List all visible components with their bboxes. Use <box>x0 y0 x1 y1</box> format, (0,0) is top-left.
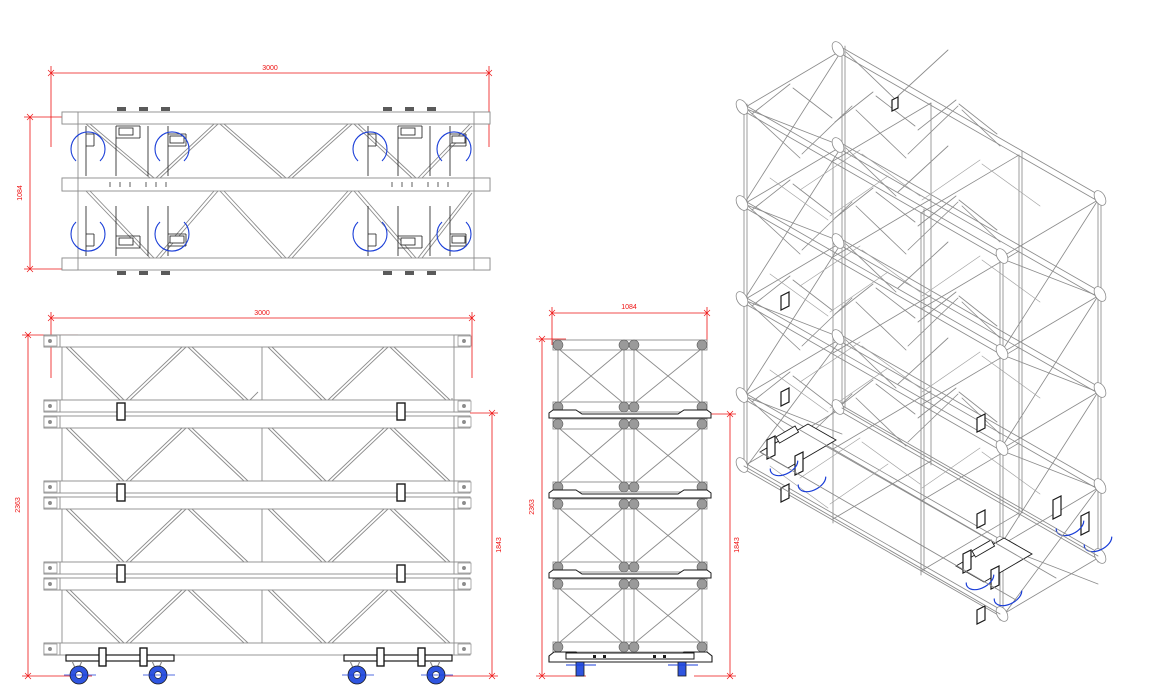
dim-label-top-3000: 3000 <box>262 65 278 72</box>
front-view-caster-assembly-left <box>64 647 175 685</box>
dim-label-front-3000: 3000 <box>254 310 270 317</box>
side-view-interface-plate-2 <box>548 489 712 499</box>
front-view-dimension-1843 <box>440 409 498 680</box>
side-view-interface-plate-1 <box>548 409 712 419</box>
front-view: 3000 2363 1843 <box>15 310 503 685</box>
side-view: 1084 2363 1843 <box>529 304 741 680</box>
side-view-dimension-2363 <box>536 335 586 680</box>
front-view-truss-row-3 <box>43 496 471 575</box>
iso-base-chassis <box>759 423 1033 583</box>
isometric-view <box>735 41 1113 625</box>
dim-label-front-1843: 1843 <box>496 537 503 553</box>
top-view-lower-bracing <box>77 190 475 259</box>
side-view-nodes-row-3 <box>552 498 708 573</box>
top-view: 3000 1084 <box>17 65 493 275</box>
top-view-cradle-left-lower <box>85 206 187 256</box>
front-view-truss-row-2 <box>43 415 471 494</box>
iso-inner-lacing <box>769 149 1041 509</box>
iso-caster-brackets <box>766 435 1090 590</box>
top-view-middle-rail-ticks <box>109 182 449 187</box>
top-view-rail-tabs <box>117 107 436 275</box>
iso-face-lacing-l2 <box>747 145 1001 255</box>
iso-lacing-back-l1 <box>751 83 998 135</box>
top-view-cradle-right <box>367 125 467 176</box>
side-view-base-ticks <box>593 655 666 658</box>
front-view-caster-assembly-right <box>342 647 453 685</box>
iso-lacing-back-l4 <box>751 371 998 423</box>
side-view-interface-plate-3 <box>548 569 712 579</box>
dim-label-side-1084: 1084 <box>621 304 637 311</box>
dim-label-front-2363: 2363 <box>15 497 22 513</box>
front-view-corner-plates-row-2 <box>43 416 472 493</box>
top-view-cradle-right-lower <box>367 206 467 256</box>
front-view-bracing-row-2 <box>61 427 455 482</box>
front-view-corner-plates-row-1 <box>43 335 472 412</box>
iso-lacing-back-l2 <box>751 179 998 231</box>
front-view-bracing-row-3 <box>61 508 455 563</box>
side-view-nodes-row-2 <box>552 418 708 493</box>
dim-label-side-2363: 2363 <box>529 499 536 515</box>
iso-face-lacing-l1 <box>747 49 1001 159</box>
side-view-base-frame <box>548 651 713 663</box>
iso-lacing-back-l3 <box>751 275 998 327</box>
iso-face-lacing-l3 <box>747 241 1001 351</box>
front-view-bracing-row-1 <box>61 346 455 401</box>
iso-vertical-posts <box>743 45 1102 621</box>
iso-end-bracing <box>743 49 1099 621</box>
iso-bottom-frame-rails <box>743 407 1099 615</box>
top-view-frame <box>61 111 491 271</box>
top-view-cradle-left <box>85 125 187 176</box>
iso-face-lacing-l4 <box>747 337 1001 447</box>
iso-couplers <box>780 96 986 625</box>
side-view-casters <box>566 661 698 677</box>
top-view-caster-swivel-arcs <box>70 131 472 252</box>
front-view-bracing-row-4 <box>61 589 455 644</box>
front-view-corner-plates-row-4 <box>43 578 472 655</box>
dim-label-top-1084: 1084 <box>17 185 24 201</box>
front-view-couplers <box>116 402 406 583</box>
side-view-dimension-1843 <box>694 410 736 680</box>
top-view-dimension-3000 <box>47 66 493 147</box>
dim-label-side-1843: 1843 <box>734 537 741 553</box>
iso-depth-connectors <box>743 49 1099 617</box>
front-view-corner-plates-row-3 <box>43 497 472 574</box>
side-view-nodes-row-4 <box>552 578 708 653</box>
